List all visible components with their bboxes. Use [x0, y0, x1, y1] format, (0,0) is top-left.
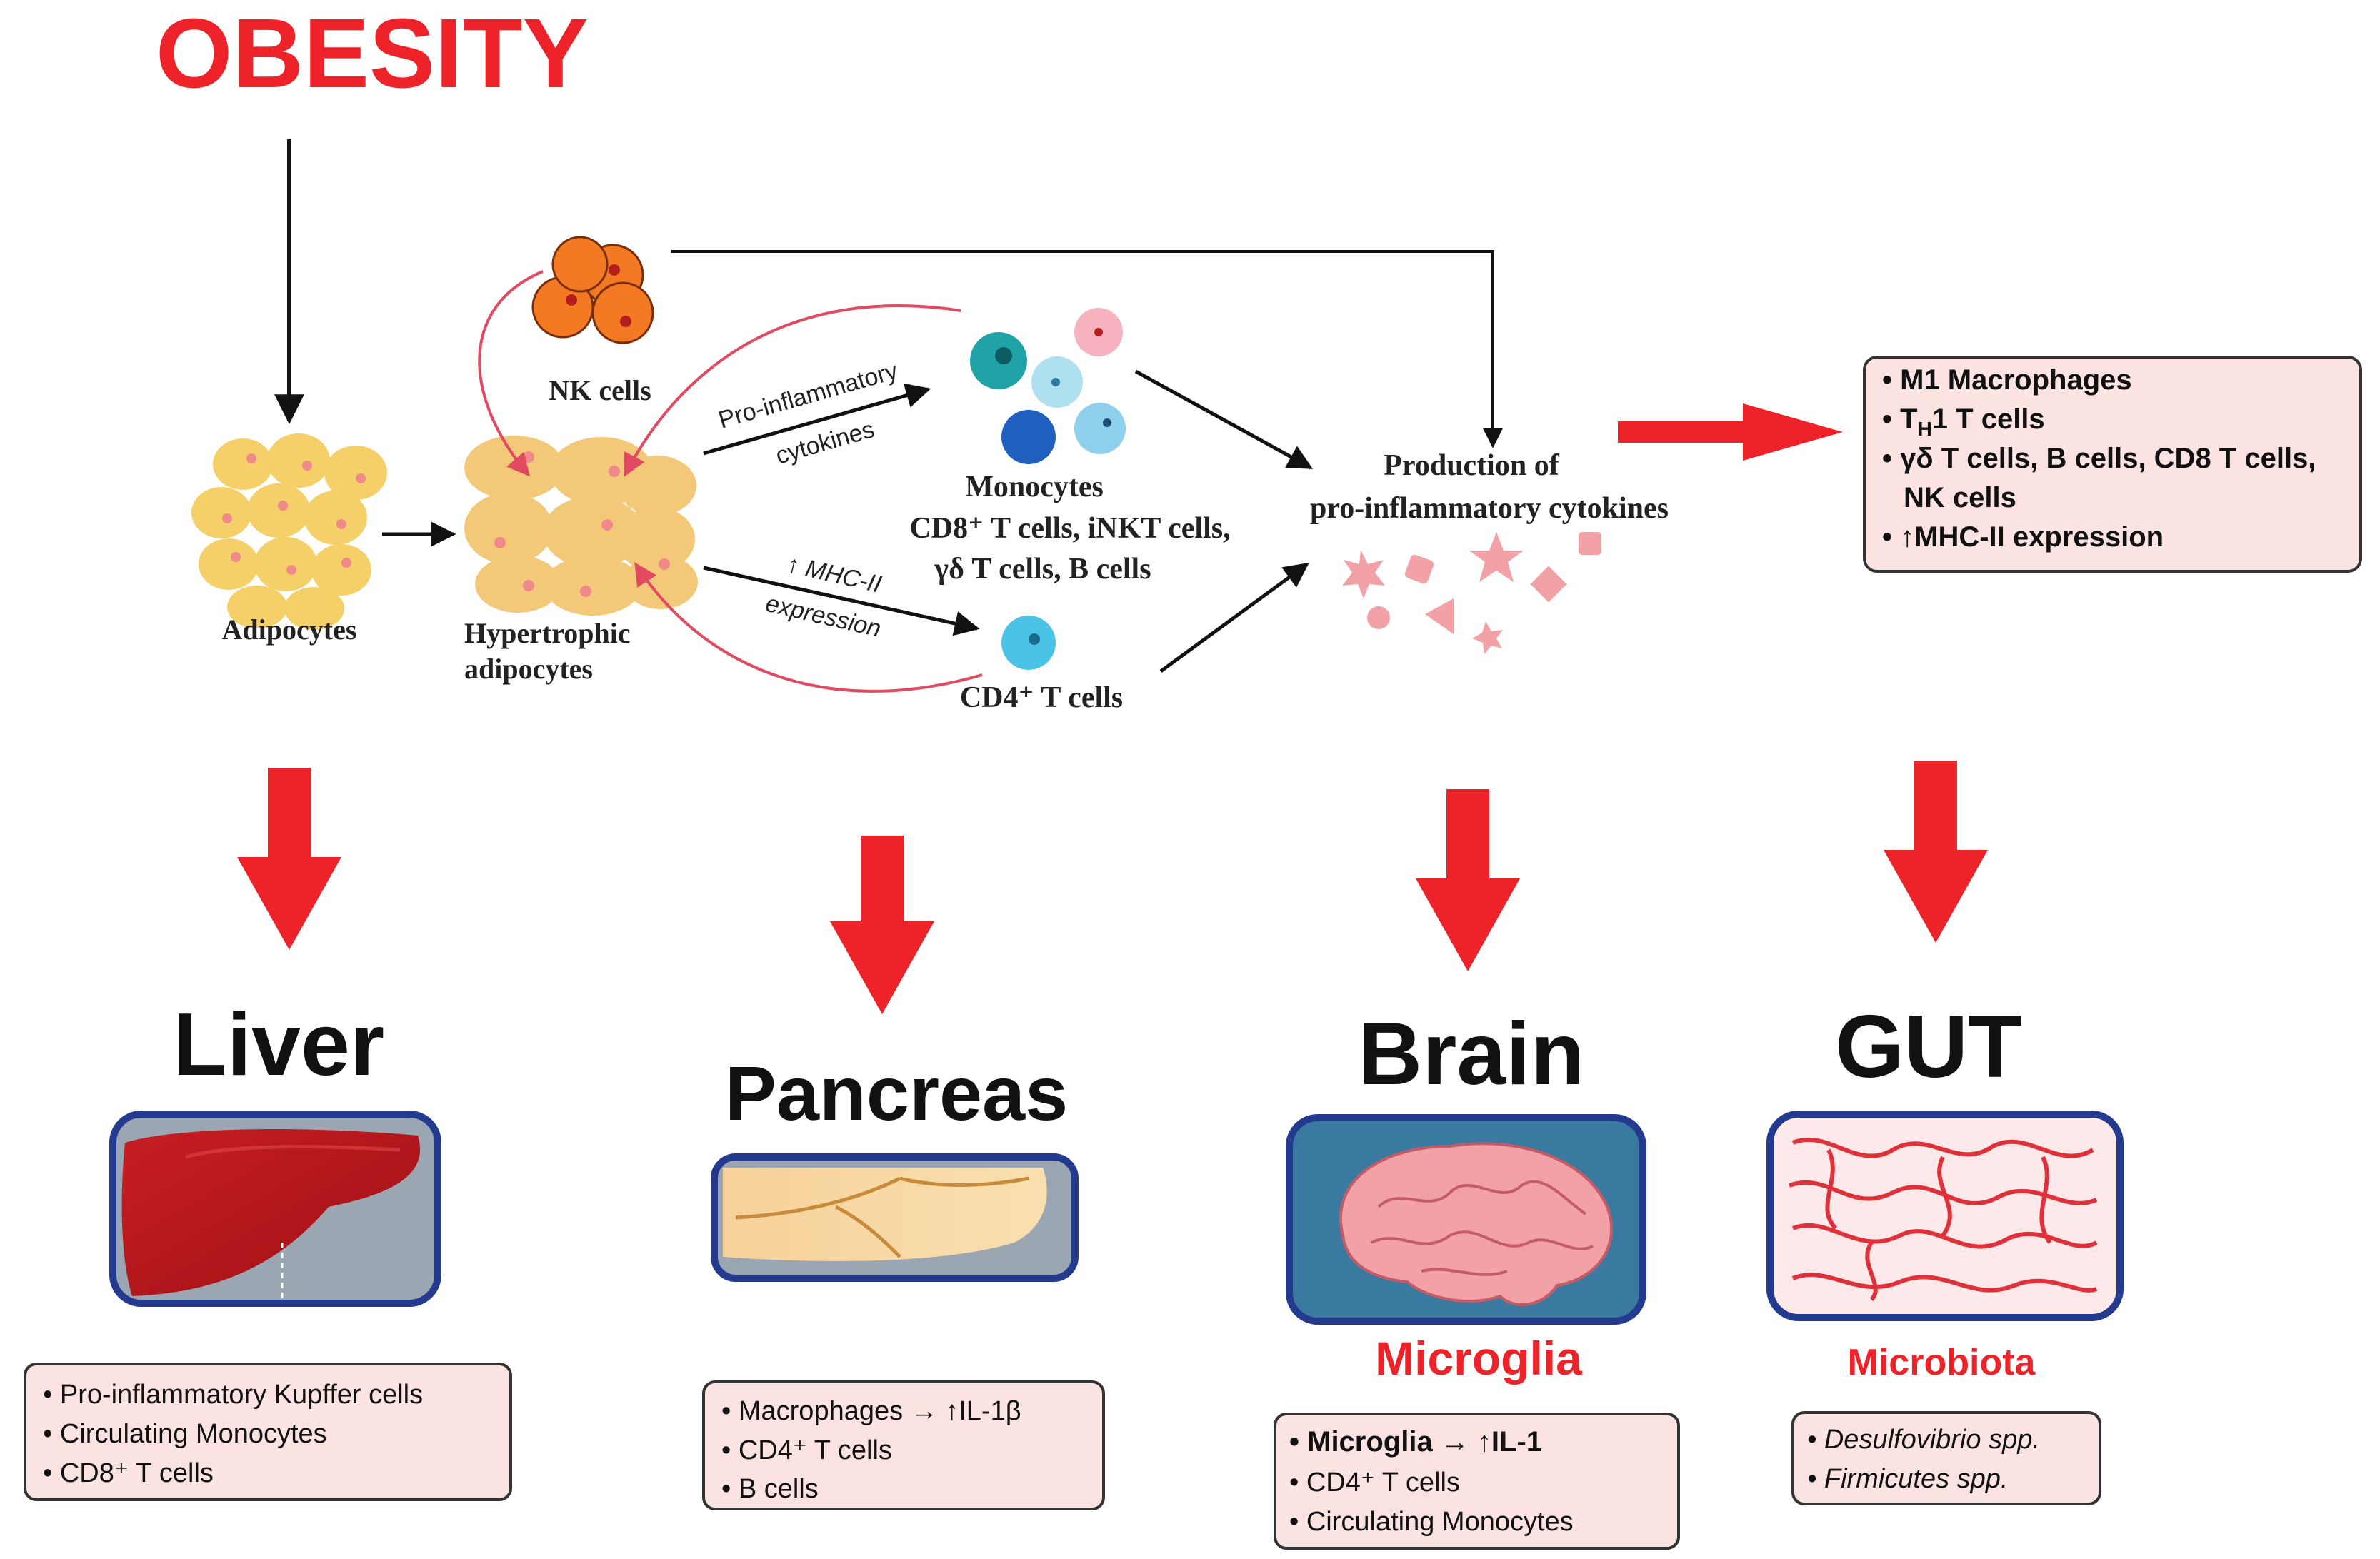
- right-red-arrow: [1618, 403, 1843, 461]
- upper-arrow-label-2: cytokines: [773, 416, 878, 470]
- hyper-to-cd4-arrow: [703, 566, 980, 636]
- brain-item-3: • Circulating Monocytes: [1289, 1507, 1574, 1537]
- monocytes-to-production-arrow: [1134, 369, 1314, 470]
- monocytes-label-1: Monocytes: [965, 471, 1104, 503]
- brain-title: Brain: [1359, 1005, 1585, 1103]
- cytokine-shapes: [1342, 532, 1601, 654]
- gut-title: GUT: [1835, 998, 2022, 1096]
- right-box-item-1: • M1 Macrophages: [1882, 364, 2132, 396]
- liver-image: [109, 1111, 441, 1307]
- microbiota-label: Microbiota: [1848, 1342, 2036, 1383]
- pancreas-image: [711, 1153, 1079, 1282]
- gut-box: • Desulfovibrio spp. • Firmicutes spp.: [1791, 1411, 2101, 1505]
- right-box-item-3: • γδ T cells, B cells, CD8 T cells,: [1882, 443, 2316, 474]
- production-label-2: pro-inflammatory cytokines: [1310, 492, 1669, 525]
- monocytes-label-2: CD8⁺ T cells, iNKT cells,: [909, 512, 1230, 545]
- gut-item-2: • Firmicutes spp.: [1807, 1464, 2008, 1494]
- liver-item-1: • Pro-inflammatory Kupffer cells: [43, 1380, 423, 1410]
- hyper-to-monocytes-arrow: [703, 383, 931, 456]
- monocyte-cells: [970, 308, 1126, 464]
- nk-label: NK cells: [549, 374, 651, 406]
- pancreas-title: Pancreas: [725, 1050, 1068, 1136]
- liver-title: Liver: [173, 996, 384, 1094]
- hypertrophic-adipocytes: [464, 436, 698, 616]
- pancreas-item-2: • CD4⁺ T cells: [721, 1435, 892, 1465]
- brain-image: [1286, 1114, 1646, 1325]
- liver-red-arrow: [237, 768, 341, 950]
- liver-box: • Pro-inflammatory Kupffer cells • Circu…: [24, 1363, 512, 1501]
- lower-arrow-label-1: ↑ MHC-II: [784, 551, 884, 598]
- right-summary-box: • M1 Macrophages • TH1 T cells • γδ T ce…: [1863, 356, 2362, 573]
- title: OBESITY: [156, 0, 589, 109]
- right-box-item-2: • TH1 T cells: [1882, 403, 2045, 440]
- gut-red-arrow: [1884, 761, 1988, 943]
- brain-red-arrow: [1416, 789, 1520, 971]
- liver-item-2: • Circulating Monocytes: [43, 1419, 327, 1449]
- adipocytes-cluster: [191, 433, 387, 630]
- brain-item-1: • Microglia → ↑IL-1: [1289, 1426, 1542, 1458]
- nk-cells: [531, 236, 654, 344]
- gut-image: [1766, 1111, 2124, 1321]
- brain-box: • Microglia → ↑IL-1 • CD4⁺ T cells • Cir…: [1274, 1413, 1680, 1550]
- cd4-label: CD4⁺ T cells: [960, 681, 1123, 714]
- production-label-1: Production of: [1384, 449, 1559, 482]
- adipocytes-label: Adipocytes: [222, 613, 357, 646]
- monocytes-label-3: γδ T cells, B cells: [934, 553, 1151, 586]
- brain-item-2: • CD4⁺ T cells: [1289, 1468, 1460, 1498]
- pancreas-red-arrow: [830, 836, 934, 1014]
- microglia-label: Microglia: [1375, 1332, 1583, 1385]
- liver-item-3: • CD8⁺ T cells: [43, 1458, 214, 1488]
- lower-arrow-label-2: expression: [763, 590, 884, 643]
- pancreas-item-1: • Macrophages → ↑IL-1β: [721, 1396, 1021, 1426]
- cd4-cell: [1001, 616, 1056, 670]
- nk-to-hyper-arrow: [478, 270, 544, 477]
- monocytes-feedback-arrow: [624, 304, 961, 477]
- gut-item-1: • Desulfovibrio spp.: [1807, 1425, 2040, 1455]
- pancreas-box: • Macrophages → ↑IL-1β • CD4⁺ T cells • …: [702, 1380, 1105, 1510]
- cd4-to-production-arrow: [1159, 562, 1309, 673]
- right-box-item-3b: NK cells: [1904, 482, 2016, 513]
- cd4-feedback-arrow: [634, 562, 983, 693]
- pancreas-item-3: • B cells: [721, 1474, 819, 1504]
- hypertrophic-label-line2: adipocytes: [464, 653, 593, 685]
- right-box-item-4: • ↑MHC-II expression: [1882, 521, 2164, 553]
- hypertrophic-label-line1: Hypertrophic: [464, 617, 631, 649]
- nk-to-production-line: [671, 250, 1503, 448]
